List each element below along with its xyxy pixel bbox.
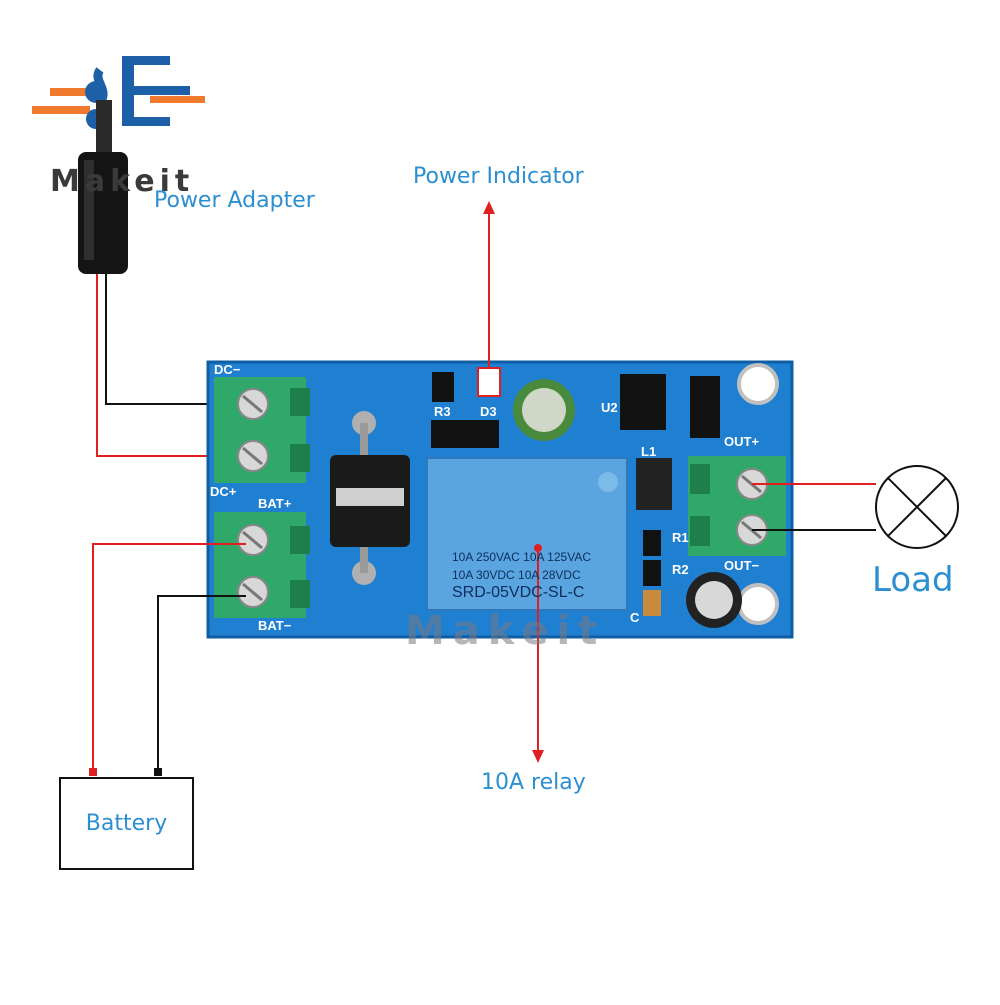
terminal-block-battery — [214, 512, 310, 618]
relay-label: 10A relay — [481, 770, 586, 795]
silk-bat-plus: BAT+ — [258, 496, 292, 511]
load-wires — [752, 483, 876, 531]
brand-watermark: Makeit — [405, 608, 606, 654]
load-label: Load — [872, 560, 954, 600]
power-adapter-plug — [78, 100, 128, 274]
silk-out-minus: OUT− — [724, 558, 760, 573]
battery-wires — [89, 543, 246, 776]
terminal-block-dc — [214, 377, 310, 483]
smd-components — [431, 367, 720, 616]
adapter-wires — [96, 274, 246, 457]
load-lamp-icon — [875, 465, 959, 549]
indicator-arrow — [483, 201, 495, 368]
makeit-logo — [32, 56, 205, 129]
silk-u2: U2 — [601, 400, 618, 415]
capacitors — [513, 379, 742, 628]
diode — [330, 411, 410, 585]
power-adapter-label: Power Adapter — [154, 188, 315, 213]
silk-dc-minus: DC− — [214, 362, 241, 377]
silk-l1: L1 — [641, 444, 657, 459]
silk-d3: D3 — [480, 404, 497, 419]
silk-r3: R3 — [434, 404, 451, 419]
battery-label: Battery — [85, 811, 168, 836]
battery-box — [59, 777, 194, 870]
silk-c: C — [630, 610, 640, 625]
relay-rating-line-1: 10A 250VAC 10A 125VAC — [452, 550, 591, 564]
silk-r2: R2 — [672, 562, 689, 577]
brand-name: Makeit — [50, 164, 195, 199]
silk-out-plus: OUT+ — [724, 434, 760, 449]
relay-rating-line-2: 10A 30VDC 10A 28VDC — [452, 568, 581, 582]
silk-r1: R1 — [672, 530, 689, 545]
power-indicator-label: Power Indicator — [413, 164, 584, 189]
terminal-block-output — [688, 456, 786, 556]
relay-body — [426, 457, 628, 611]
relay-model: SRD-05VDC-SL-C — [452, 584, 585, 601]
silk-dc-plus: DC+ — [210, 484, 237, 499]
relay-arrow — [532, 544, 544, 763]
silk-bat-minus: BAT− — [258, 618, 292, 633]
